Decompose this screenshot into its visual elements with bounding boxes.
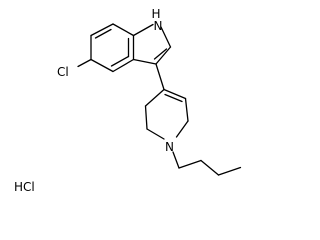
bond (144, 105, 148, 130)
bond (160, 26, 172, 48)
bond (178, 159, 202, 169)
indole-nitrogen-label: N (154, 19, 163, 33)
bond (112, 23, 135, 37)
c-cl-bond (77, 58, 92, 68)
bond (90, 23, 114, 37)
bond (172, 151, 180, 169)
bond (217, 166, 242, 176)
amine-nitrogen-label: N (165, 140, 174, 154)
double-bond-inner (153, 48, 168, 60)
butyl-chain (172, 151, 242, 176)
bond (200, 159, 220, 176)
bond (132, 23, 154, 37)
bond (155, 46, 172, 65)
bond (90, 58, 114, 73)
bond (175, 120, 189, 138)
hcl-salt-label: HCl (14, 180, 35, 194)
tetrahydropyridine-ring (144, 88, 189, 140)
indole-benzene-ring (90, 23, 135, 73)
bond (184, 97, 189, 122)
chemical-structure: H N Cl N HCl (14, 7, 242, 194)
indole-pyrrole-ring (132, 23, 172, 65)
bond (144, 88, 165, 107)
bond (163, 88, 187, 100)
chlorine-label: Cl (57, 65, 69, 79)
bond (146, 128, 165, 140)
double-bond-inner (110, 55, 130, 67)
bond (132, 58, 157, 65)
bond (112, 58, 135, 73)
double-bond-inner (164, 93, 183, 103)
double-bond-inner (94, 28, 112, 39)
ring-link-bond (155, 63, 165, 91)
indole-nh-hydrogen-label: H (152, 7, 161, 21)
